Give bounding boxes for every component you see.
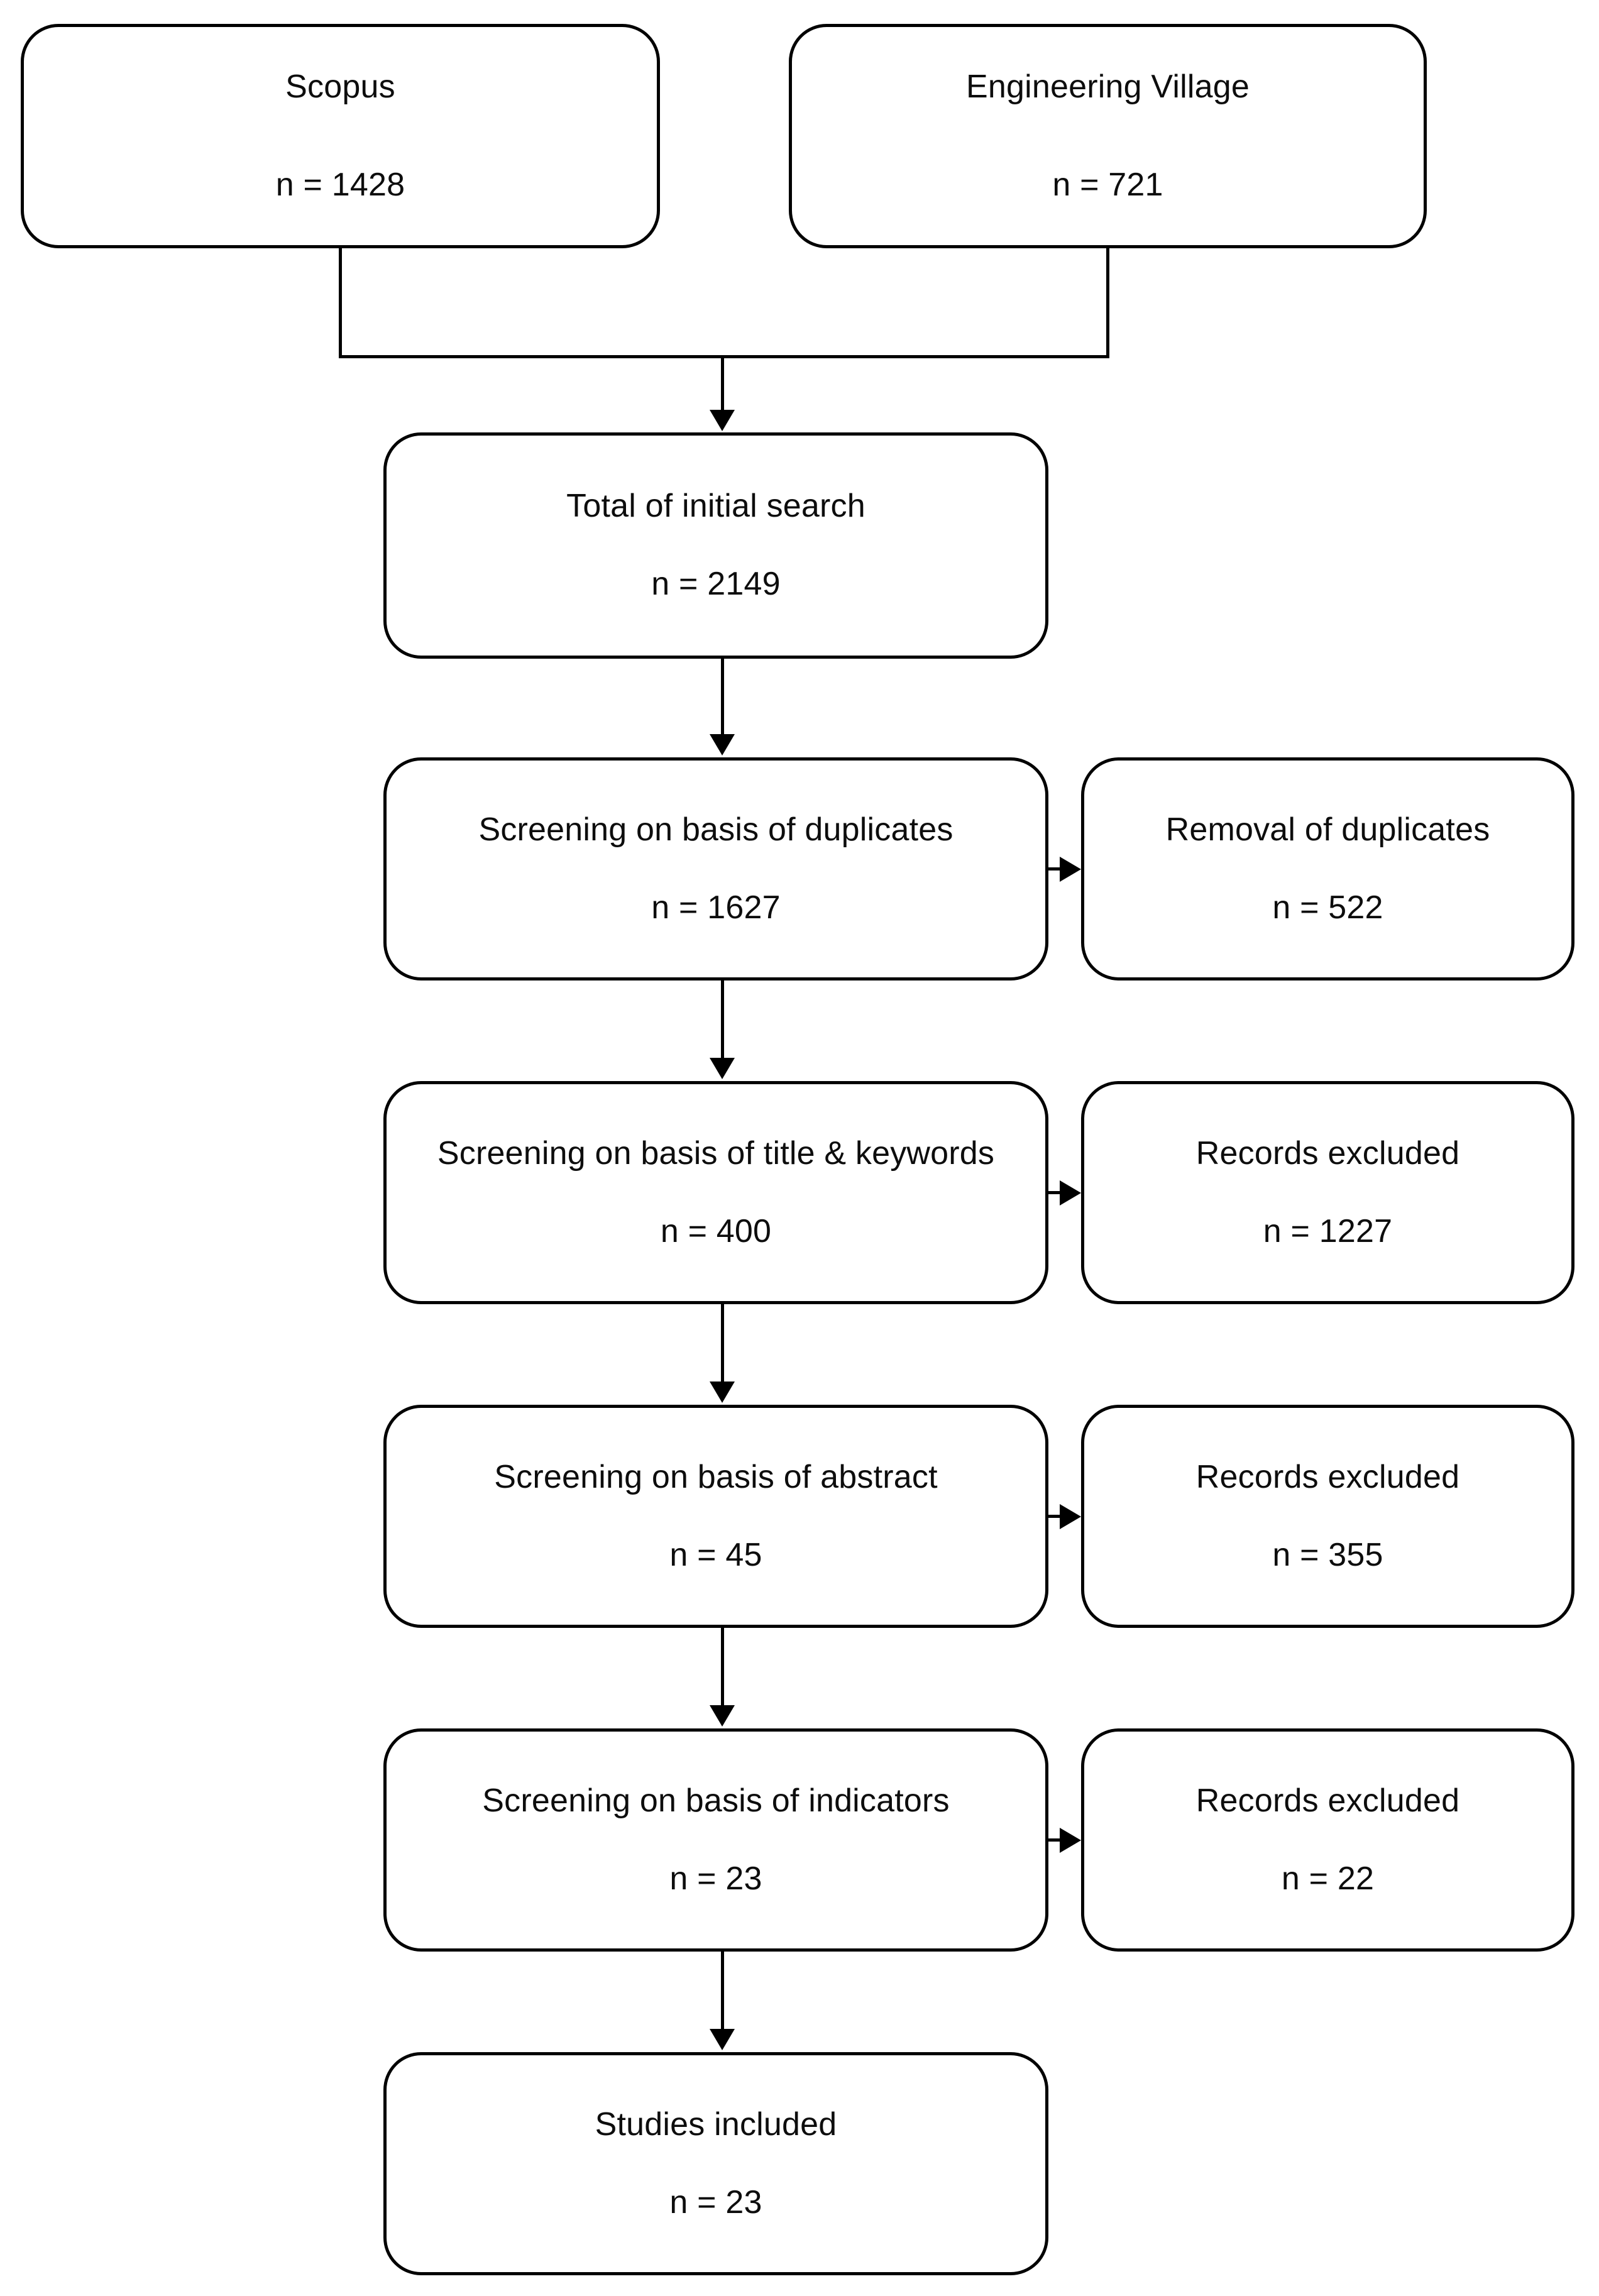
node-studies-included[interactable]: Studies included n = 23 (383, 2052, 1048, 2275)
node-records-excluded-abstract[interactable]: Records excluded n = 355 (1081, 1405, 1574, 1628)
node-label: Removal of duplicates (1165, 811, 1490, 848)
node-source-scopus[interactable]: Scopus n = 1428 (21, 24, 660, 248)
node-count: n = 355 (1272, 1536, 1383, 1573)
node-count: n = 22 (1281, 1860, 1375, 1897)
node-label: Screening on basis of duplicates (478, 811, 953, 848)
connector-stage0-to-stage1 (721, 659, 724, 735)
node-screening-abstract[interactable]: Screening on basis of abstract n = 45 (383, 1405, 1048, 1628)
node-count: n = 1428 (275, 166, 405, 203)
connector-to-records-excluded-indicators (1048, 1838, 1062, 1842)
node-label: Studies included (595, 2106, 837, 2143)
node-count: n = 1227 (1263, 1212, 1393, 1250)
arrowhead-to-records-excluded-indicators (1060, 1828, 1081, 1853)
arrowhead-to-screening-title-keywords (710, 1058, 735, 1079)
node-count: n = 1627 (651, 889, 781, 926)
node-label: Screening on basis of indicators (482, 1782, 950, 1819)
node-label: Engineering Village (966, 68, 1250, 105)
node-count: n = 522 (1272, 889, 1383, 926)
node-count: n = 721 (1052, 166, 1163, 203)
node-count: n = 23 (669, 2183, 762, 2221)
connector-stage2-to-stage3 (721, 1304, 724, 1383)
connector-stage1-to-stage2 (721, 980, 724, 1059)
node-label: Screening on basis of title & keywords (437, 1134, 995, 1172)
node-records-excluded-indicators[interactable]: Records excluded n = 22 (1081, 1728, 1574, 1952)
connector-merge-horizontal (339, 355, 1109, 358)
node-count: n = 2149 (651, 566, 781, 602)
connector-to-records-excluded-title-keywords (1048, 1191, 1062, 1194)
arrowhead-to-studies-included (710, 2029, 735, 2050)
node-label: Records excluded (1195, 1458, 1460, 1495)
arrowhead-to-records-excluded-title-keywords (1060, 1180, 1081, 1206)
node-source-engineering-village[interactable]: Engineering Village n = 721 (789, 24, 1427, 248)
node-screening-duplicates[interactable]: Screening on basis of duplicates n = 162… (383, 757, 1048, 980)
arrowhead-to-screening-duplicates (710, 734, 735, 755)
arrowhead-to-screening-abstract (710, 1381, 735, 1403)
node-label: Total of initial search (566, 488, 865, 525)
node-count: n = 400 (660, 1212, 772, 1250)
connector-engineering-village-down (1106, 248, 1109, 358)
connector-merge-down (721, 355, 724, 412)
node-screening-title-keywords[interactable]: Screening on basis of title & keywords n… (383, 1081, 1048, 1304)
node-label: Scopus (285, 68, 395, 105)
connector-stage3-to-stage4 (721, 1628, 724, 1706)
arrowhead-to-screening-indicators (710, 1705, 735, 1727)
connector-to-removal-of-duplicates (1048, 867, 1062, 871)
node-count: n = 23 (669, 1860, 762, 1897)
connector-stage4-to-stage5 (721, 1952, 724, 2030)
arrowhead-to-removal-of-duplicates (1060, 857, 1081, 882)
node-total-of-initial-search[interactable]: Total of initial search n = 2149 (383, 432, 1048, 659)
connector-scopus-down (339, 248, 342, 358)
node-screening-indicators[interactable]: Screening on basis of indicators n = 23 (383, 1728, 1048, 1952)
connector-to-records-excluded-abstract (1048, 1515, 1062, 1518)
node-removal-of-duplicates[interactable]: Removal of duplicates n = 522 (1081, 757, 1574, 980)
node-label: Records excluded (1195, 1134, 1460, 1172)
node-count: n = 45 (669, 1536, 762, 1573)
node-label: Screening on basis of abstract (494, 1458, 938, 1495)
node-records-excluded-title-keywords[interactable]: Records excluded n = 1227 (1081, 1081, 1574, 1304)
arrowhead-to-records-excluded-abstract (1060, 1504, 1081, 1529)
arrowhead-to-total-of-initial-search (710, 410, 735, 431)
node-label: Records excluded (1195, 1782, 1460, 1819)
